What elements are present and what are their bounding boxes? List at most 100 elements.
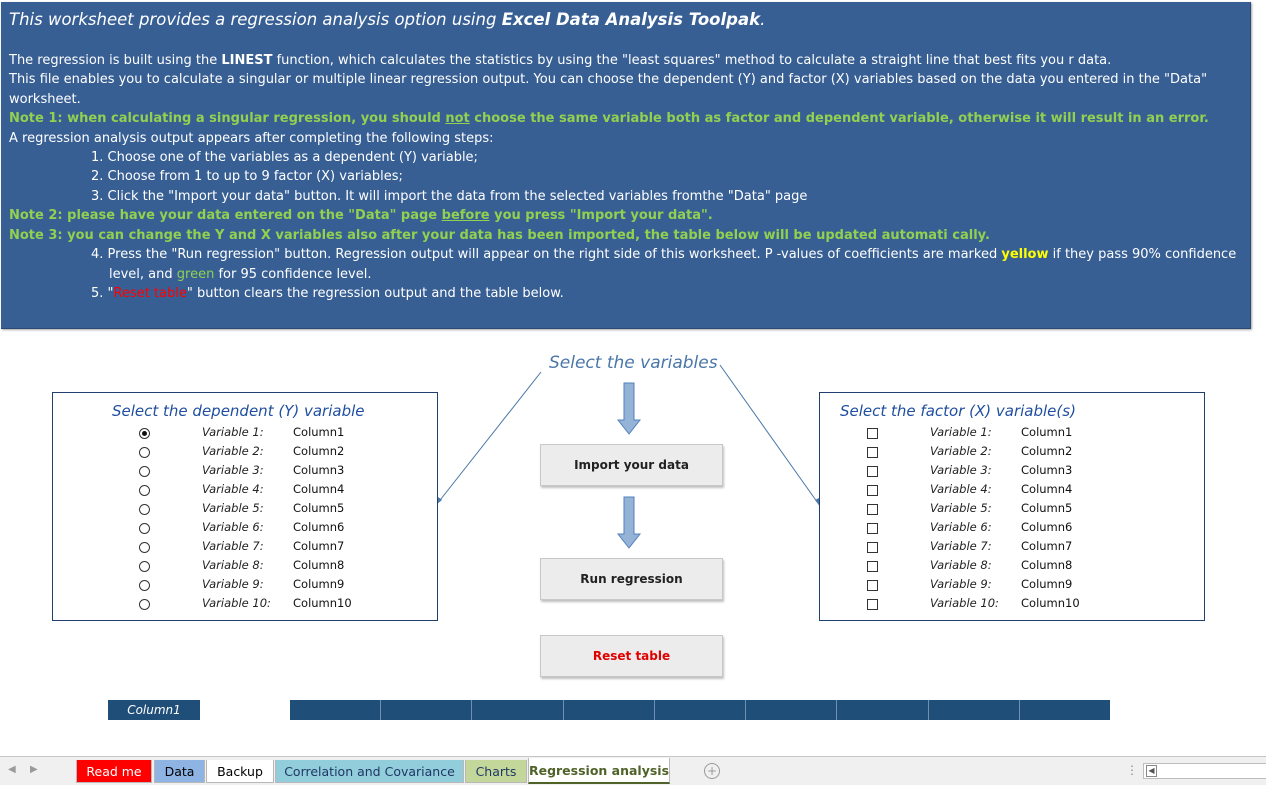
variable-column-name: Column10 — [1021, 596, 1080, 610]
factor-variable-row: Variable 10: Column10 — [820, 596, 1200, 615]
horizontal-scrollbar[interactable]: ◀ — [1143, 763, 1266, 779]
factor-variable-row: Variable 3:Column3 — [820, 463, 1200, 482]
run-regression-button[interactable]: Run regression — [540, 558, 723, 600]
sheet-tab-read-me[interactable]: Read me — [76, 760, 152, 783]
step-4: 4. Press the "Run regression" button. Re… — [91, 247, 1237, 262]
dependent-variable-row: Variable 4: Column4 — [53, 482, 433, 501]
checkbox[interactable] — [867, 580, 878, 591]
factor-variable-box: Select the factor (X) variable(s) Variab… — [819, 392, 1205, 621]
variable-column-name: Column6 — [1021, 520, 1073, 534]
factor-variable-row: Variable 8:Column8 — [820, 558, 1200, 577]
dependent-variable-row: Variable 1:Column1 — [53, 425, 433, 444]
variable-label: Variable 8: — [202, 558, 264, 572]
step-2: 2. Choose from 1 to up to 9 factor (X) v… — [91, 169, 403, 184]
more-options-icon[interactable]: ⋮ — [1126, 763, 1138, 777]
checkbox[interactable] — [867, 542, 878, 553]
checkbox[interactable] — [867, 599, 878, 610]
variable-column-name: Column8 — [293, 558, 345, 572]
radio-button[interactable] — [139, 523, 150, 534]
dependent-variable-row: Variable 2:Column2 — [53, 444, 433, 463]
import-data-button[interactable]: Import your data — [540, 444, 723, 486]
variable-column-name: Column1 — [293, 425, 345, 439]
checkbox[interactable] — [867, 485, 878, 496]
step-5: 5. "Reset table" button clears the regre… — [91, 286, 564, 301]
instructions-line-steps-intro: A regression analysis output appears aft… — [9, 131, 494, 146]
variable-label: Variable 10: — [202, 596, 271, 610]
radio-button[interactable] — [139, 504, 150, 515]
variable-label: Variable 3: — [202, 463, 264, 477]
radio-button[interactable] — [139, 561, 150, 572]
table-cell[interactable] — [837, 700, 929, 720]
table-cell[interactable] — [929, 700, 1020, 720]
table-cell[interactable] — [1020, 700, 1110, 720]
step-3: 3. Click the "Import your data" button. … — [91, 189, 808, 204]
scroll-left-icon[interactable]: ◀ — [1146, 765, 1157, 777]
checkbox[interactable] — [867, 561, 878, 572]
tab-scroll-right-icon[interactable]: ▶ — [30, 764, 38, 775]
output-table-row — [290, 700, 1110, 720]
table-cell[interactable] — [290, 700, 382, 720]
instructions-line-linest: The regression is built using the LINEST… — [9, 53, 1112, 68]
left-connector-arrowhead — [437, 497, 442, 504]
variable-label: Variable 8: — [930, 558, 992, 572]
down-arrow-icon-1 — [616, 382, 642, 435]
reset-table-button[interactable]: Reset table — [540, 635, 723, 677]
variable-label: Variable 2: — [930, 444, 992, 458]
variable-column-name: Column3 — [1021, 463, 1073, 477]
variable-label: Variable 4: — [202, 482, 264, 496]
variable-column-name: Column7 — [1021, 539, 1073, 553]
variable-column-name: Column2 — [1021, 444, 1073, 458]
variable-label: Variable 10: — [930, 596, 999, 610]
factor-variable-row: Variable 2: Column2 — [820, 444, 1200, 463]
variable-label: Variable 9: — [202, 577, 264, 591]
dependent-variable-row: Variable 8: Column8 — [53, 558, 433, 577]
radio-button[interactable] — [139, 580, 150, 591]
instructions-line-worksheet: worksheet. — [9, 92, 81, 107]
sheet-tab-regression-analysis[interactable]: Regression analysis — [528, 758, 670, 784]
variable-column-name: Column9 — [293, 577, 345, 591]
sheet-tab-charts[interactable]: Charts — [465, 760, 527, 783]
variable-column-name: Column5 — [293, 501, 345, 515]
table-cell[interactable] — [746, 700, 838, 720]
variable-column-name: Column2 — [293, 444, 345, 458]
checkbox[interactable] — [867, 523, 878, 534]
radio-button[interactable] — [139, 485, 150, 496]
table-header-cell[interactable]: Column1 — [108, 700, 200, 720]
step-4-cont: level, and green for 95 confidence level… — [109, 267, 372, 282]
table-cell[interactable] — [564, 700, 655, 720]
sheet-tab-backup[interactable]: Backup — [206, 760, 274, 783]
radio-button[interactable] — [139, 466, 150, 477]
checkbox[interactable] — [867, 466, 878, 477]
variable-label: Variable 1: — [930, 425, 992, 439]
dependent-box-title: Select the dependent (Y) variable — [112, 402, 365, 420]
variable-label: Variable 7: — [202, 539, 264, 553]
table-cell[interactable] — [472, 700, 564, 720]
checkbox[interactable] — [867, 447, 878, 458]
down-arrow-icon-2 — [616, 496, 642, 549]
variable-label: Variable 4: — [930, 482, 992, 496]
checkbox[interactable] — [867, 504, 878, 515]
left-connector-line — [436, 371, 542, 505]
table-cell[interactable] — [381, 700, 473, 720]
radio-button[interactable] — [139, 599, 150, 610]
radio-button[interactable] — [139, 428, 150, 439]
radio-button[interactable] — [139, 542, 150, 553]
variable-column-name: Column7 — [293, 539, 345, 553]
dependent-variable-box: Select the dependent (Y) variable Variab… — [52, 392, 438, 621]
note-1: Note 1: when calculating a singular regr… — [9, 111, 1209, 126]
checkbox[interactable] — [867, 428, 878, 439]
variable-column-name: Column4 — [293, 482, 345, 496]
sheet-tab-data[interactable]: Data — [154, 760, 205, 783]
radio-button[interactable] — [139, 447, 150, 458]
factor-box-title: Select the factor (X) variable(s) — [840, 402, 1076, 420]
sheet-tab-correlation-and-covariance[interactable]: Correlation and Covariance — [275, 760, 464, 783]
table-cell[interactable] — [655, 700, 747, 720]
instructions-title: This worksheet provides a regression ana… — [9, 10, 766, 29]
right-connector-arrowhead — [815, 498, 820, 506]
variable-label: Variable 5: — [930, 501, 992, 515]
tab-scroll-left-icon[interactable]: ◀ — [8, 764, 16, 775]
dependent-variable-row: Variable 5:Column5 — [53, 501, 433, 520]
add-sheet-icon[interactable]: + — [704, 763, 720, 779]
factor-variable-row: Variable 1:Column1 — [820, 425, 1200, 444]
